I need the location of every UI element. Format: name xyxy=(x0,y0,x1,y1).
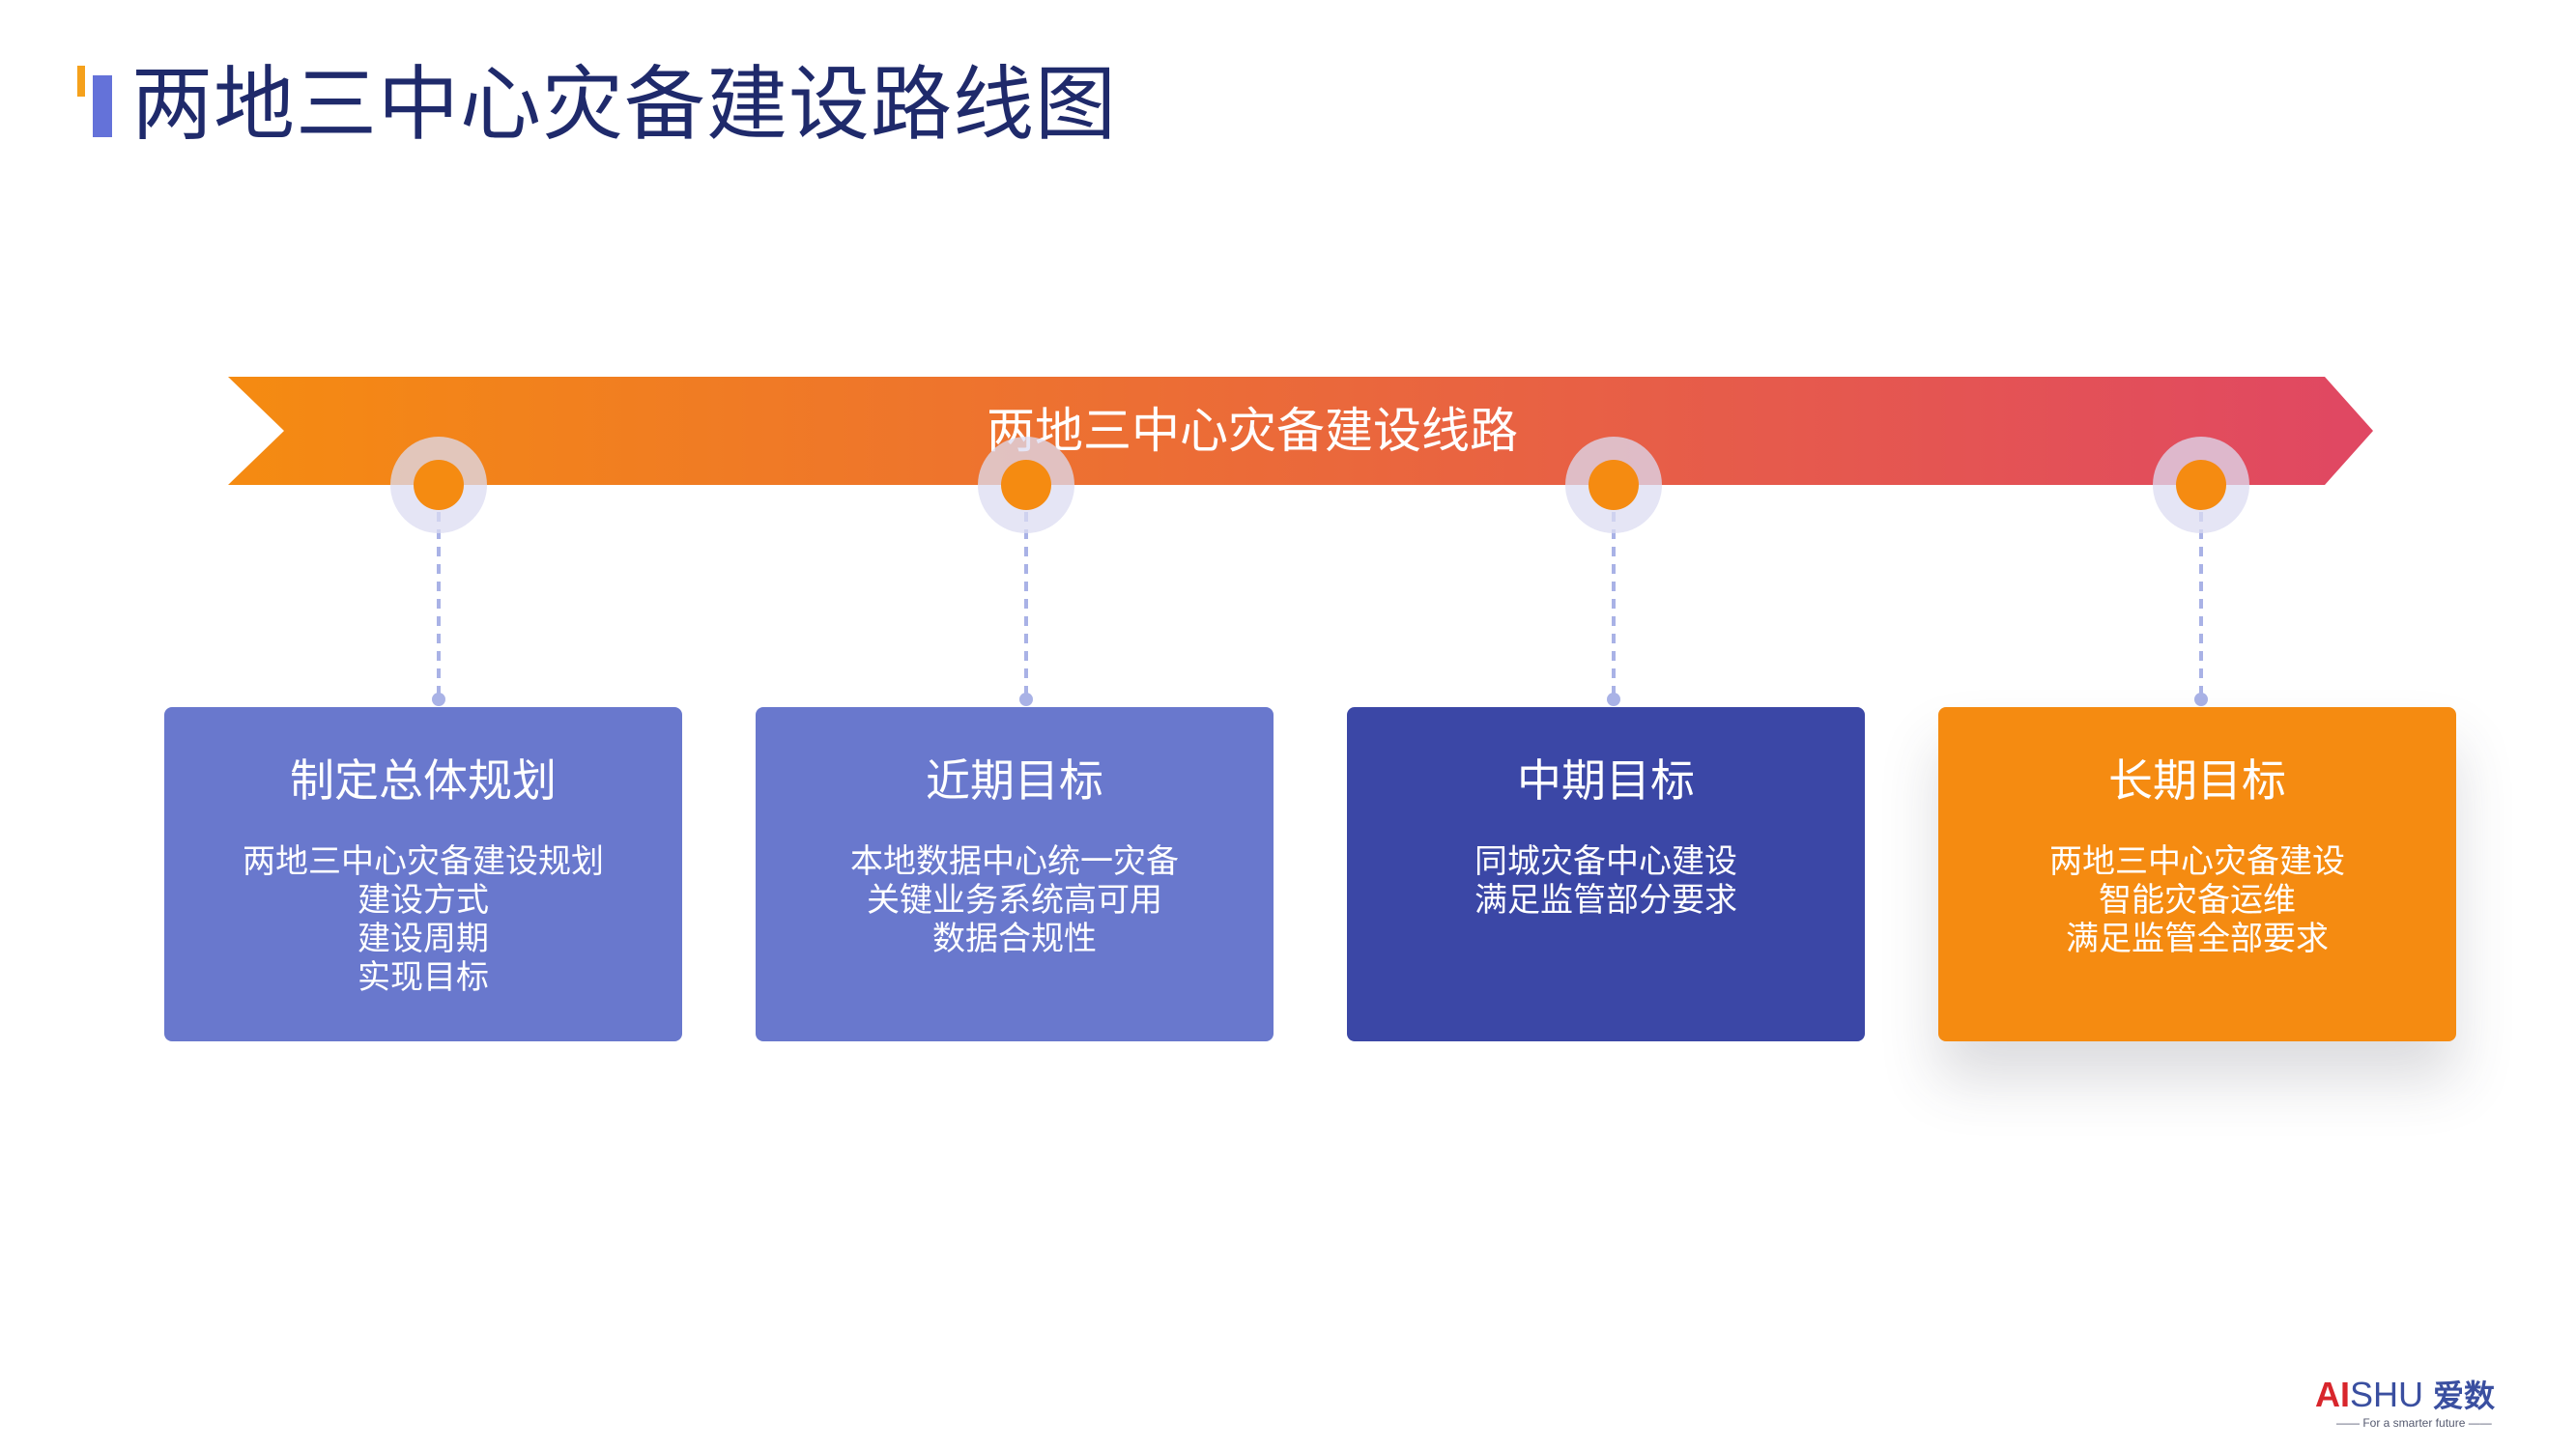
milestone-details: 同城灾备中心建设 满足监管部分要求 xyxy=(1347,842,1865,920)
milestone-dot xyxy=(2176,460,2226,510)
milestone-title: 近期目标 xyxy=(926,754,1103,807)
roadmap-ribbon xyxy=(228,377,2373,485)
milestone-detail-line: 实现目标 xyxy=(358,958,489,997)
milestone-details: 两地三中心灾备建设 智能灾备运维 满足监管全部要求 xyxy=(1938,842,2456,958)
connector-endpoint xyxy=(432,693,445,706)
page-title: 两地三中心灾备建设路线图 xyxy=(131,57,1118,152)
milestone-detail-line: 智能灾备运维 xyxy=(2099,881,2296,920)
milestone-title: 长期目标 xyxy=(2108,754,2286,807)
connector-endpoint xyxy=(1019,693,1033,706)
milestone-detail-line: 数据合规性 xyxy=(932,920,1097,958)
milestone-details: 本地数据中心统一灾备 关键业务系统高可用 数据合规性 xyxy=(756,842,1274,958)
milestone-detail-line: 建设方式 xyxy=(358,881,489,920)
milestone-detail-line: 关键业务系统高可用 xyxy=(867,881,1162,920)
logo-tagline: —— For a smarter future —— xyxy=(2336,1416,2492,1430)
milestone-details: 两地三中心灾备建设规划 建设方式 建设周期 实现目标 xyxy=(164,842,682,997)
logo-cn-text: 爱数 xyxy=(2433,1378,2496,1413)
milestone-dot xyxy=(1001,460,1051,510)
milestone-detail-line: 本地数据中心统一灾备 xyxy=(850,842,1179,881)
milestone-card-short-term: 近期目标 本地数据中心统一灾备 关键业务系统高可用 数据合规性 xyxy=(756,707,1274,1041)
milestone-dot xyxy=(414,460,464,510)
milestone-card-long-term: 长期目标 两地三中心灾备建设 智能灾备运维 满足监管全部要求 xyxy=(1938,707,2456,1041)
milestone-card-mid-term: 中期目标 同城灾备中心建设 满足监管部分要求 xyxy=(1347,707,1865,1041)
company-logo: AISHU 爱数 —— For a smarter future —— xyxy=(2315,1375,2537,1431)
logo-shu-text: SHU xyxy=(2350,1375,2424,1414)
logo-ai-mark: AI xyxy=(2315,1375,2350,1414)
connector-endpoint xyxy=(1607,693,1620,706)
milestone-detail-line: 两地三中心灾备建设规划 xyxy=(243,842,604,881)
milestone-card-plan: 制定总体规划 两地三中心灾备建设规划 建设方式 建设周期 实现目标 xyxy=(164,707,682,1041)
milestone-detail-line: 满足监管全部要求 xyxy=(2066,920,2329,958)
milestone-detail-line: 建设周期 xyxy=(358,920,489,958)
title-accent-bar xyxy=(93,75,112,137)
milestone-detail-line: 满足监管部分要求 xyxy=(1474,881,1737,920)
milestone-detail-line: 两地三中心灾备建设 xyxy=(2049,842,2345,881)
title-accent-small xyxy=(77,66,85,97)
connector-endpoint xyxy=(2194,693,2208,706)
milestone-title: 中期目标 xyxy=(1517,754,1695,807)
ribbon-label: 两地三中心灾备建设线路 xyxy=(987,403,1518,459)
milestone-detail-line: 同城灾备中心建设 xyxy=(1474,842,1737,881)
milestone-dot xyxy=(1589,460,1639,510)
milestone-title: 制定总体规划 xyxy=(290,754,557,807)
